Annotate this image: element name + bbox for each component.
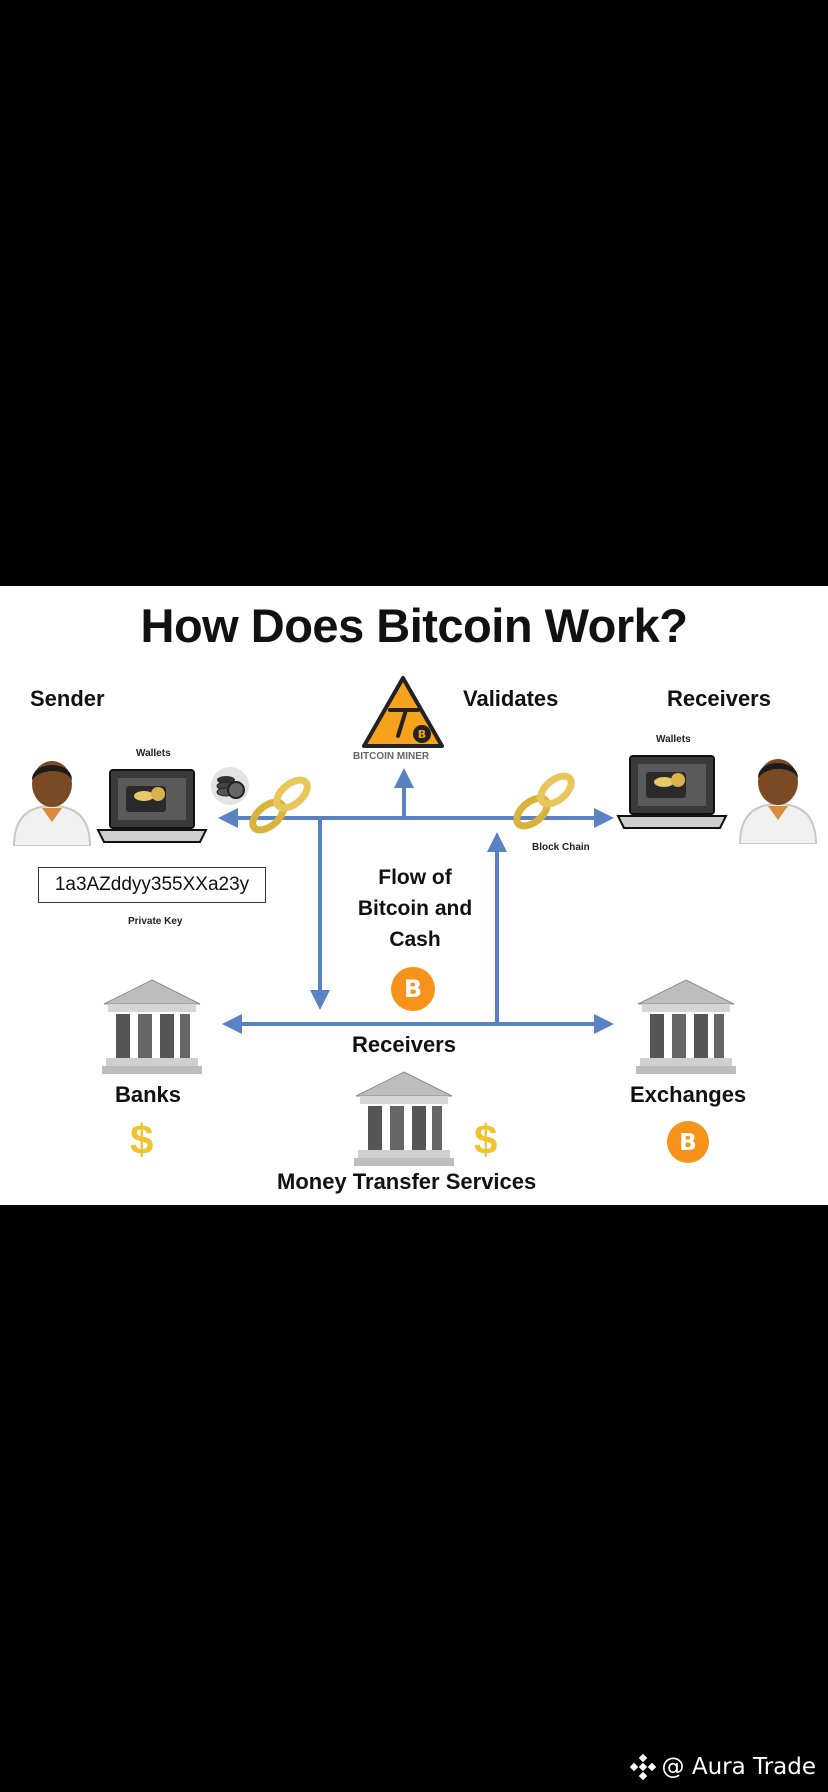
receivers-bottom-label: Receivers xyxy=(352,1032,456,1057)
banks-label: Banks xyxy=(115,1082,182,1107)
block-chain-label: Block Chain xyxy=(532,842,590,853)
sender-person-icon xyxy=(12,761,92,846)
money-transfer-label: Money Transfer Services xyxy=(277,1169,537,1194)
exchanges-building-icon xyxy=(636,979,736,1074)
watermark-text: @ Aura Trade xyxy=(661,1754,816,1780)
bitcoin-miner-icon: B xyxy=(362,676,444,748)
money-transfer-building-icon xyxy=(354,1071,454,1166)
receiver-person-icon xyxy=(738,759,818,844)
bitcoin-diagram: How Does Bitcoin Work? Sender Wallets xyxy=(0,586,828,1205)
sender-wallets-label: Wallets xyxy=(136,748,171,759)
validates-label: Validates xyxy=(463,686,559,711)
receiver-wallets-label: Wallets xyxy=(656,734,691,745)
sender-chain-link-icon xyxy=(249,776,311,834)
sender-laptop-icon xyxy=(96,769,208,843)
coins-icon xyxy=(211,767,249,805)
diagram-title: How Does Bitcoin Work? xyxy=(140,599,688,652)
center-bitcoin-coin-icon: B xyxy=(391,967,435,1011)
svg-text:B: B xyxy=(404,975,422,1003)
exchanges-label: Exchanges xyxy=(630,1082,747,1107)
svg-text:B: B xyxy=(679,1130,697,1156)
private-key-label: Private Key xyxy=(128,916,183,927)
flow-label: Flow of Bitcoin and Cash xyxy=(357,866,473,951)
bitcoin-miner-label: BITCOIN MINER xyxy=(353,751,430,762)
watermark: @ Aura Trade xyxy=(629,1754,816,1780)
receivers-top-label: Receivers xyxy=(667,686,771,711)
private-key-field: 1a3AZddyy355XXa23y xyxy=(38,867,266,903)
sender-label: Sender xyxy=(30,686,105,711)
receiver-chain-link-icon xyxy=(513,772,575,830)
exchanges-bitcoin-coin-icon: B xyxy=(667,1121,709,1163)
receiver-laptop-icon xyxy=(616,755,728,829)
svg-text:B: B xyxy=(418,728,426,741)
banks-building-icon xyxy=(102,979,202,1074)
banks-dollar-sign-icon: $ xyxy=(130,1116,154,1163)
money-transfer-dollar-sign-icon: $ xyxy=(474,1116,498,1163)
binance-logo-icon xyxy=(629,1754,656,1780)
flow-arrows xyxy=(218,768,614,1034)
